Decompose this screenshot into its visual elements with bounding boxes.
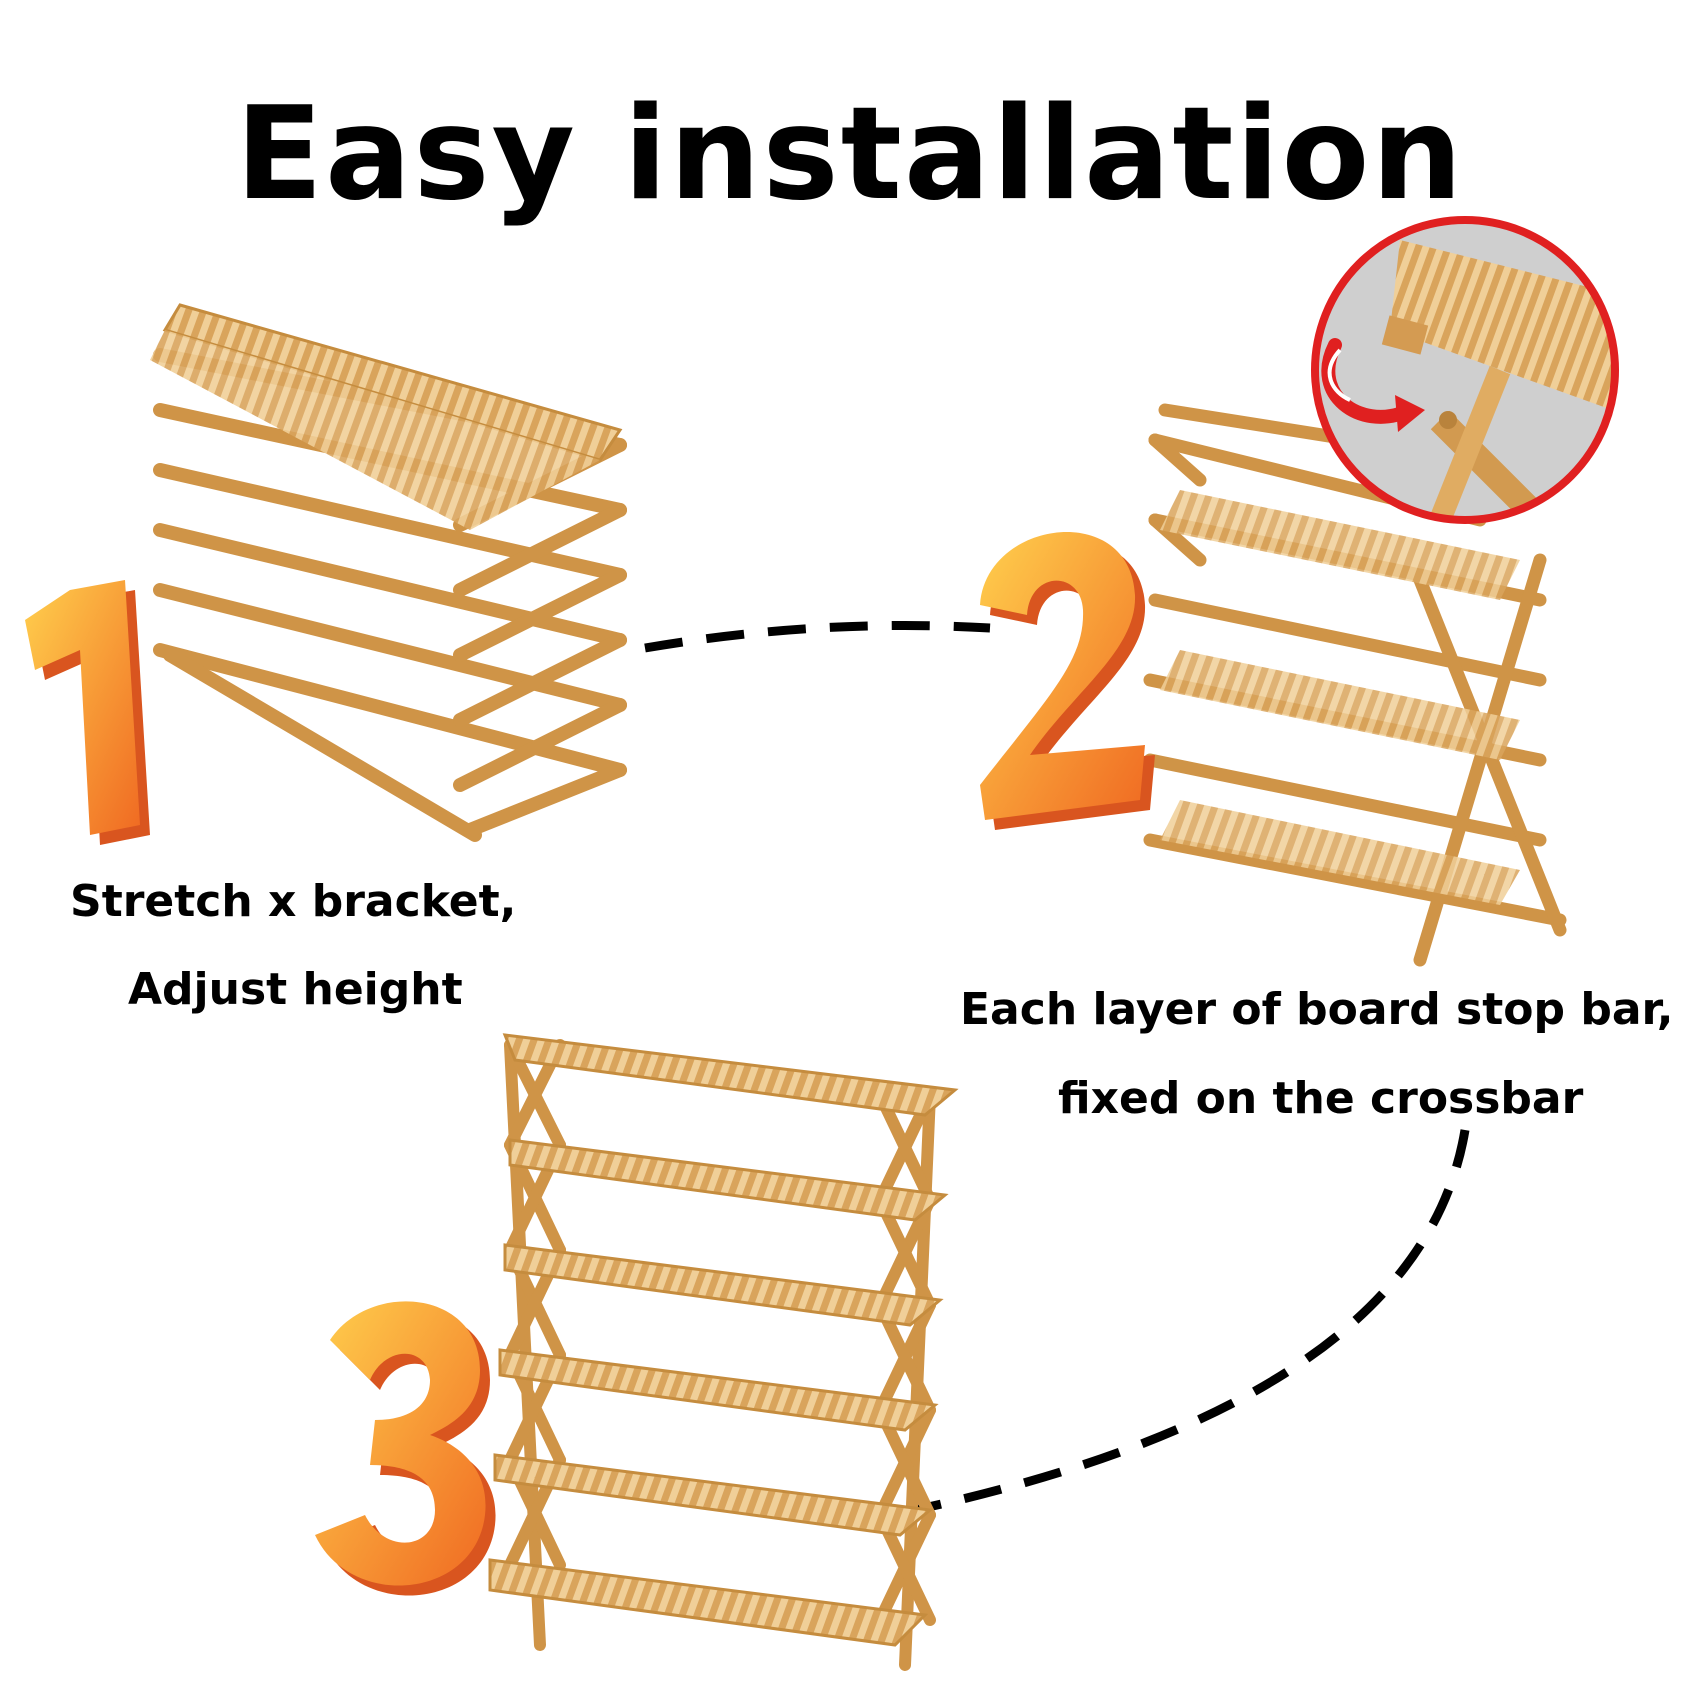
step-number-3 (315, 1301, 496, 1596)
page-title: Easy installation (235, 80, 1465, 229)
assembled-shelf-step-3 (488, 1033, 959, 1671)
dashed-connector-1-2 (644, 621, 991, 653)
magnifier-inset (1311, 216, 1619, 524)
step-1-caption-line-2: Adjust height (128, 964, 463, 1015)
step-2-caption-line-1: Each layer of board stop bar, (960, 984, 1674, 1035)
dashed-connector-2-3 (914, 1129, 1470, 1515)
folded-shelf-step-1 (150, 303, 627, 842)
curved-arrow-icon (1321, 338, 1412, 424)
step-2-caption-line-2: fixed on the crossbar (1058, 1073, 1584, 1124)
step-number-2 (980, 532, 1155, 830)
step-number-1 (25, 580, 150, 845)
step-1-caption-line-1: Stretch x bracket, (70, 876, 517, 927)
